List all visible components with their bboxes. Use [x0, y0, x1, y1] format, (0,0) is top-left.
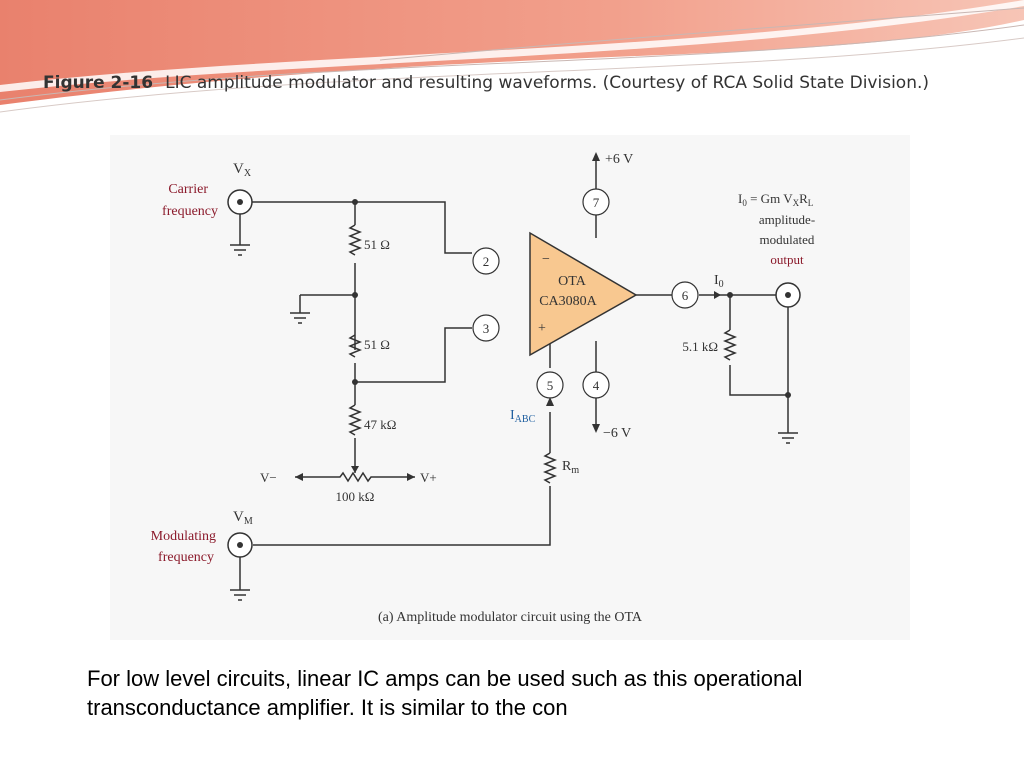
pot-arrow-left — [295, 473, 303, 481]
ota-part: CA3080A — [539, 294, 597, 309]
output-line-3: output — [770, 252, 804, 267]
ground-symbols — [230, 244, 798, 601]
vx-label: VX — [233, 161, 252, 179]
iabc-label: IABC — [510, 408, 536, 425]
io-arrow — [714, 291, 721, 299]
io-label: I0 — [714, 273, 724, 290]
pin-3: 3 — [483, 321, 490, 336]
ota-minus: − — [542, 252, 550, 267]
carrier-label-2: frequency — [162, 204, 218, 219]
wiper-arrow — [351, 466, 359, 473]
figure-caption-text: LIC amplitude modulator and resulting wa… — [165, 73, 929, 93]
modulating-label-2: frequency — [158, 550, 214, 565]
pin-2: 2 — [483, 254, 490, 269]
resistor-rm — [542, 452, 558, 484]
pin-6: 6 — [682, 288, 689, 303]
v-minus-label: V− — [260, 470, 277, 485]
r3-label: 47 kΩ — [364, 417, 396, 432]
carrier-label-1: Carrier — [168, 182, 208, 197]
r2-label: 51 Ω — [364, 337, 390, 352]
resistor-47k — [347, 404, 363, 436]
output-equation: I0 = Gm VXRL — [738, 191, 813, 208]
ota-name: OTA — [558, 274, 587, 289]
supply-neg-arrow — [592, 424, 600, 433]
connector-dots — [237, 199, 791, 548]
supply-pos-arrow — [592, 152, 600, 161]
pin-circles — [472, 188, 699, 399]
header-banner — [0, 0, 1024, 113]
ota-plus: + — [538, 321, 546, 336]
diagram-subcaption: (a) Amplitude modulator circuit using th… — [378, 610, 643, 625]
output-line-1: amplitude- — [759, 212, 815, 227]
rl-label: 5.1 kΩ — [682, 339, 718, 354]
pin-5: 5 — [547, 378, 554, 393]
pin-7: 7 — [593, 195, 600, 210]
supply-neg: −6 V — [603, 426, 631, 441]
diagram-background — [110, 135, 910, 640]
resistor-51-a — [347, 224, 363, 256]
output-line-2: modulated — [760, 232, 815, 247]
rm-label: Rm — [562, 459, 579, 476]
body-text: For low level circuits, linear IC amps c… — [87, 666, 803, 720]
iabc-arrow — [546, 397, 554, 406]
vm-label: VM — [233, 509, 253, 527]
pin-4: 4 — [593, 378, 600, 393]
resistor-rl — [722, 329, 738, 361]
ota-amplifier — [529, 231, 638, 357]
v-plus-label: V+ — [420, 470, 437, 485]
figure-caption: Figure 2-16 LIC amplitude modulator and r… — [43, 70, 943, 96]
pot-arrow-right — [407, 473, 415, 481]
modulating-label-1: Modulating — [151, 529, 216, 544]
figure-label: Figure 2-16 — [43, 73, 154, 93]
wires — [239, 160, 789, 590]
r1-label: 51 Ω — [364, 237, 390, 252]
supply-pos: +6 V — [605, 152, 633, 167]
amplitude-modulator-circuit: VX Carrier frequency VM Modulating frequ… — [110, 135, 910, 640]
resistors — [347, 224, 738, 484]
pot-label: 100 kΩ — [336, 489, 375, 504]
